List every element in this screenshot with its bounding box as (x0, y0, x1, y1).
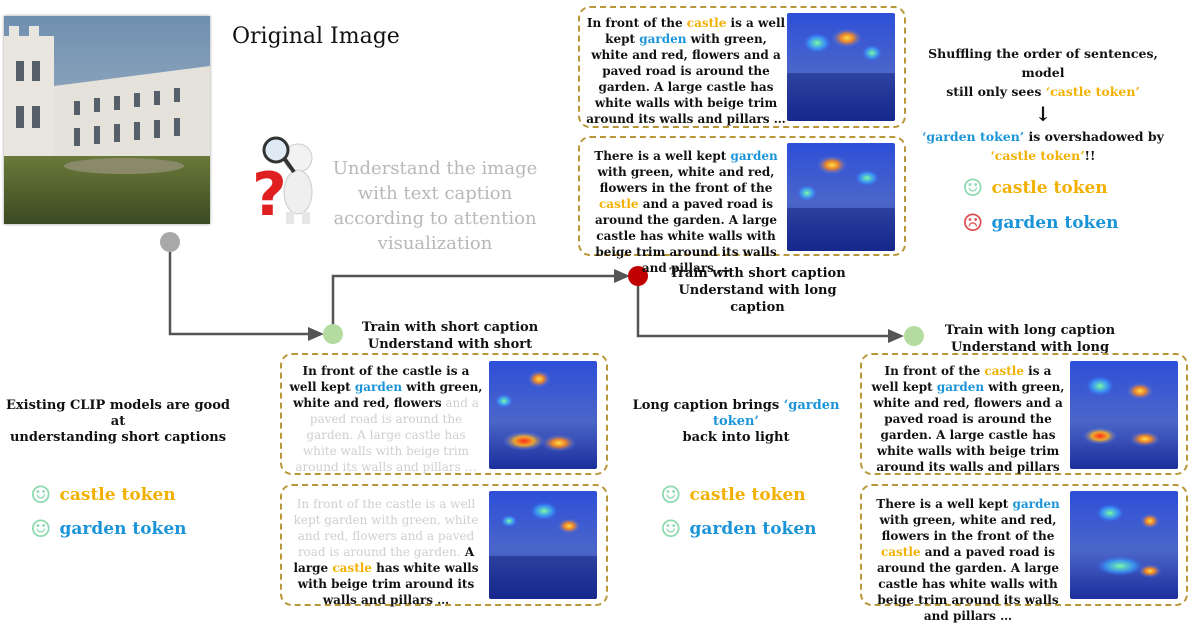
smile-icon: ☺ (962, 173, 984, 202)
original-image (4, 16, 210, 224)
caption-box-shuffle-1: In front of the castle is a well kept ga… (578, 6, 906, 128)
caption-box-long-1: In front of the castle is a well kept ga… (860, 353, 1188, 490)
shuffle-note: Shuffling the order of sentences, model … (912, 44, 1174, 165)
caption-text: There is a well kept garden with green, … (594, 149, 778, 275)
attention-heatmap (1070, 491, 1178, 599)
smile-icon: ☺ (30, 480, 52, 509)
token-row-castle-mid: ☺ castle token (660, 480, 806, 509)
smile-icon: ☺ (30, 514, 52, 543)
caption-text: In front of the castle is a well kept ga… (871, 364, 1065, 490)
token-row-garden-left: ☺ garden token (30, 514, 187, 543)
attention-heatmap (787, 13, 895, 121)
thinking-figure-icon: ? (250, 120, 330, 230)
caption-box-short-2: In front of the castle is a well kept ga… (280, 484, 608, 607)
caption-text: There is a well kept garden with green, … (876, 497, 1060, 623)
long-caption-note: Long caption brings ‘garden token’ back … (632, 398, 840, 445)
smile-icon: ☺ (660, 514, 682, 543)
node-short-short (323, 324, 343, 344)
caption-text: In front of the castle is a well kept ga… (586, 16, 786, 126)
node-short-long (628, 266, 648, 286)
attention-heatmap (489, 491, 597, 599)
smile-icon: ☺ (660, 480, 682, 509)
token-row-garden-mid: ☺ garden token (660, 514, 817, 543)
sad-face-icon: ☹ (962, 208, 984, 237)
attention-heatmap (787, 143, 895, 251)
down-arrow-icon: ↓ (1034, 102, 1052, 126)
caption-text: In front of the castle is a well kept ga… (293, 497, 479, 607)
original-image-label: Original Image (232, 24, 400, 49)
flow-arrows (168, 252, 904, 343)
understand-note: Understand the image with text caption a… (332, 158, 538, 254)
token-row-castle-right: ☺ castle token (962, 173, 1108, 202)
caption-text: In front of the castle is a well kept ga… (289, 364, 483, 474)
attention-heatmap (1070, 361, 1178, 469)
token-row-castle-left: ☺ castle token (30, 480, 176, 509)
attention-heatmap (489, 361, 597, 469)
caption-box-short-1: In front of the castle is a well kept ga… (280, 353, 608, 475)
node-start (160, 232, 180, 252)
caption-box-long-2: There is a well kept garden with green, … (860, 484, 1188, 623)
node-long-long (904, 326, 924, 346)
caption-box-shuffle-2: There is a well kept garden with green, … (578, 136, 906, 275)
svg-text:?: ? (252, 160, 287, 225)
token-row-garden-right: ☹ garden token (962, 208, 1119, 237)
